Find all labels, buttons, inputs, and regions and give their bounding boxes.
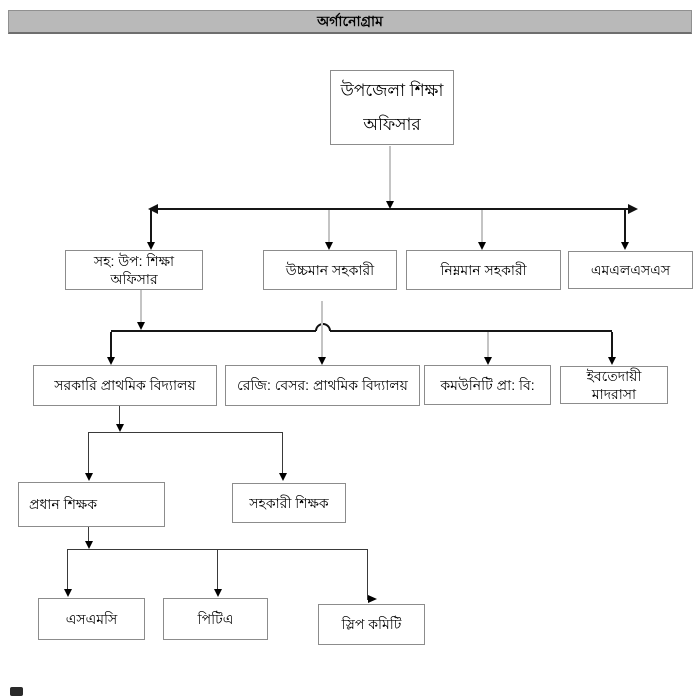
node-registered-private-primary-school: রেজি: বেসর: প্রাথমিক বিদ্যালয় — [225, 365, 420, 406]
node-label: সহ: উপ: শিক্ষা অফিসার — [93, 252, 175, 287]
node-label: এসএমসি — [65, 610, 118, 627]
arrow-down-icon — [64, 589, 72, 597]
connector-l5a-drop — [67, 550, 68, 589]
connector-l3a-drop — [110, 332, 112, 358]
arrow-left-icon — [148, 204, 158, 214]
arrow-down-icon — [214, 589, 222, 597]
node-lower-division-assistant: নিম্নমান সহকারী — [406, 250, 561, 290]
node-label: সরকারি প্রাথমিক বিদ্যালয় — [54, 377, 196, 394]
connector-root-drop — [389, 146, 391, 202]
connector-l3-bus-left — [111, 330, 316, 332]
arrow-down-icon — [318, 357, 326, 365]
connector-l2-bus — [157, 208, 628, 210]
line-hop-icon — [315, 323, 331, 331]
arrow-down-icon — [325, 242, 333, 250]
scan-artifact — [10, 687, 23, 696]
node-label: কমউনিটি প্রা: বি: — [440, 376, 535, 393]
arrow-down-icon — [478, 242, 486, 250]
connector-l3a-out — [119, 406, 120, 424]
node-label: প্রধান শিক্ষক — [29, 496, 98, 513]
arrow-down-icon — [85, 541, 93, 549]
node-label: পিটিএ — [197, 610, 234, 627]
connector-l2d-drop — [624, 210, 626, 243]
node-label: উপজেলা শিক্ষা অফিসার — [340, 80, 444, 134]
arrow-down-icon — [137, 322, 145, 330]
arrow-down-icon — [386, 201, 394, 209]
node-upper-division-assistant: উচ্চমান সহকারী — [263, 250, 397, 290]
arrow-down-icon — [116, 424, 124, 432]
node-assistant-teacher: সহকারী শিক্ষক — [232, 483, 346, 523]
node-asst-upazila-education-officer: সহ: উপ: শিক্ষা অফিসার — [65, 250, 203, 290]
node-govt-primary-school: সরকারি প্রাথমিক বিদ্যালয় — [33, 365, 217, 406]
arrow-down-icon — [279, 473, 287, 481]
node-ebtedayee-madrasa: ইবতেদায়ী মাদরাসা — [560, 366, 668, 404]
connector-l4-bus — [88, 432, 283, 433]
node-mlss: এমএলএসএস — [568, 251, 693, 289]
connector-l3b-drop — [321, 301, 323, 357]
connector-l4b-drop — [282, 433, 283, 473]
arrow-right-icon — [368, 595, 377, 603]
connector-l3-bus-right — [330, 330, 612, 332]
connector-l5-bus — [67, 549, 368, 550]
node-slip-committee: স্লিপ কমিটি — [318, 604, 425, 645]
node-label: এমএলএসএস — [590, 261, 671, 278]
connector-l5b-drop — [217, 550, 218, 589]
arrow-down-icon — [85, 473, 93, 481]
node-pta: পিটিএ — [163, 598, 268, 640]
connector-l4a-out — [88, 527, 89, 541]
arrow-down-icon — [484, 357, 492, 365]
node-upazila-education-officer: উপজেলা শিক্ষা অফিসার — [330, 70, 454, 145]
node-label: উচ্চমান সহকারী — [285, 261, 375, 278]
node-community-primary-school: কমউনিটি প্রা: বি: — [424, 365, 551, 405]
node-label: নিম্নমান সহকারী — [440, 261, 527, 278]
connector-l2a-out — [140, 290, 142, 323]
node-label: সহকারী শিক্ষক — [249, 494, 329, 511]
connector-l5c-drop — [367, 550, 368, 600]
connector-l2c-drop — [481, 210, 483, 243]
page-header: অর্গানোগ্রাম — [8, 10, 692, 34]
arrow-down-icon — [107, 357, 115, 365]
node-label: ইবতেদায়ী মাদরাসা — [586, 367, 642, 402]
arrow-down-icon — [608, 357, 616, 365]
node-label: রেজি: বেসর: প্রাথমিক বিদ্যালয় — [237, 377, 408, 394]
node-head-teacher: প্রধান শিক্ষক — [18, 482, 165, 527]
node-smc: এসএমসি — [38, 598, 145, 640]
page-title: অর্গানোগ্রাম — [317, 12, 383, 29]
connector-l2b-drop — [328, 210, 330, 243]
connector-l3d-drop — [611, 332, 613, 358]
node-label: স্লিপ কমিটি — [341, 616, 402, 633]
connector-l3c-drop — [487, 332, 489, 358]
arrow-right-icon — [628, 204, 638, 214]
arrow-down-icon — [621, 242, 629, 250]
arrow-down-icon — [147, 242, 155, 250]
connector-l4a-drop — [88, 433, 89, 473]
connector-l2a-drop — [150, 210, 152, 243]
